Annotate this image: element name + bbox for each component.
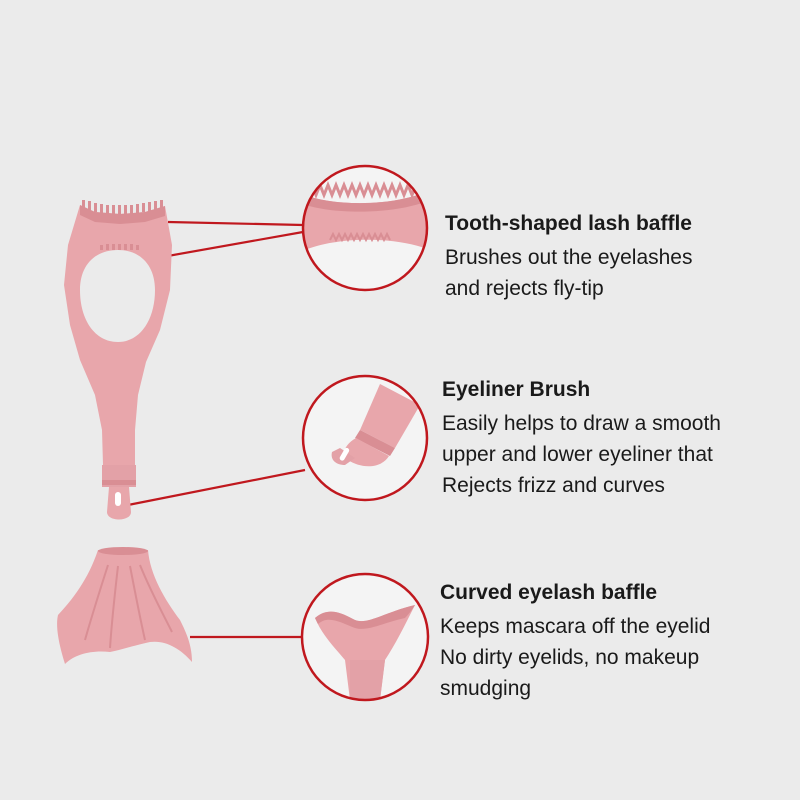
feature-line: smudging [440,677,532,700]
fishtail-baffle-icon [57,547,193,664]
feature-line: upper and lower eyeliner that [442,443,713,466]
feature-line: and rejects fly-tip [445,277,604,300]
eyeliner-brush-zoom-icon [301,374,429,502]
feature-tooth-shaped-baffle: Tooth-shaped lash baffle Brushes out the… [445,210,693,304]
feature-line: Rejects frizz and curves [442,474,665,497]
callout-line-lash-bottom [161,230,304,259]
feature-line: Brushes out the eyelashes [445,246,693,269]
callout-line-brush [127,468,306,507]
feature-title: Tooth-shaped lash baffle [445,212,692,235]
feature-line: Keeps mascara off the eyelid [440,615,711,638]
feature-line: No dirty eyelids, no makeup [440,646,700,669]
feature-eyeliner-brush: Eyeliner Brush Easily helps to draw a sm… [442,376,721,501]
callout-line-lash-top [167,220,304,227]
lash-baffle-zoom-icon [301,164,429,292]
feature-title: Curved eyelash baffle [440,581,658,604]
callout-lines [127,220,306,639]
feature-line: Easily helps to draw a smooth [442,412,721,435]
mascara-guard-handle-icon [64,200,172,520]
feature-title: Eyeliner Brush [442,378,591,401]
feature-curved-baffle: Curved eyelash baffle Keeps mascara off … [440,579,710,704]
curved-baffle-zoom-icon [300,572,430,702]
